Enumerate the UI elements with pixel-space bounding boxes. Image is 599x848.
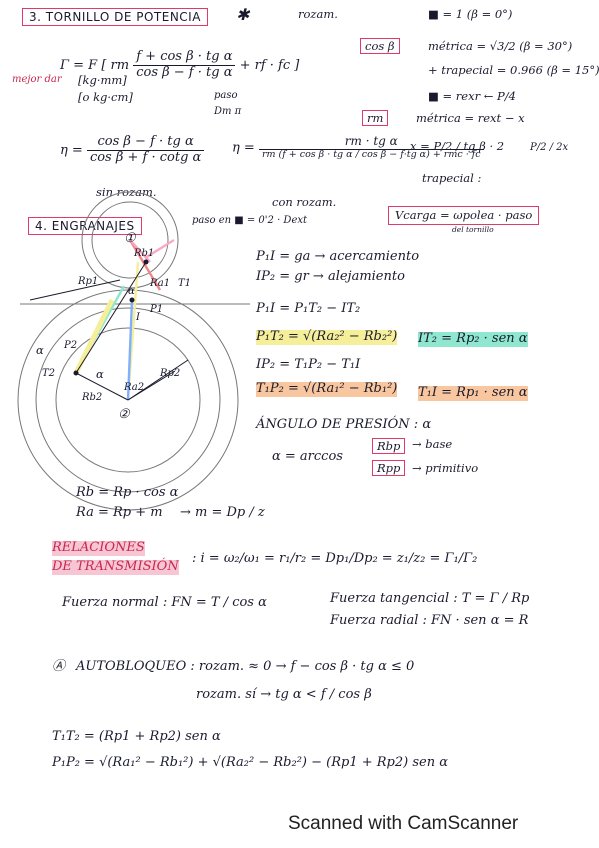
star-marker: ✱ (236, 5, 250, 24)
base-label: → base (412, 437, 453, 451)
rm-box: rm (362, 110, 389, 126)
rozamiento-label: rozam. (298, 7, 338, 21)
square-thread-rm: ■ = rexr ← P/4 (428, 89, 516, 103)
friction-term: + rf · fc (239, 57, 291, 73)
line-t2-t1 (75, 261, 147, 374)
label-alpha-mid: α (96, 367, 104, 381)
line-o2-i (126, 299, 134, 401)
label-ra2: Ra2 (124, 382, 145, 393)
rbp-label: Rbp (372, 438, 406, 454)
line-rp1 (29, 279, 121, 301)
label-rb2: Rb2 (82, 392, 103, 403)
tangential-force: Fuerza tangencial : T = Γ / Rp (330, 591, 530, 606)
eq-recess: IP₂ = gr → alejamiento (256, 269, 405, 284)
point-i (129, 297, 135, 303)
label-rb1: Rb1 (134, 248, 155, 259)
v-carga-box: Vcarga = ωpolea · paso (388, 206, 540, 226)
line-ra1 (144, 238, 175, 260)
eq-rb: Rb = Rp · cos α (76, 485, 179, 500)
torque-fraction: f + cos β · tg α cos β − f · tg α (133, 49, 236, 81)
label-rp1: Rp1 (78, 276, 99, 287)
autobloqueo-line1: AUTOBLOQUEO : rozam. ≈ 0 → f − cos β · t… (76, 659, 415, 674)
label-t2: T2 (42, 368, 56, 379)
section-4-title: 4. ENGRANAJES (28, 217, 142, 235)
line-o2-t2 (75, 372, 129, 401)
eq-t1p2: T₁P₂ = √(Ra₁² − Rb₁²) (256, 381, 398, 397)
units-kgmm: [kg·mm] (78, 73, 127, 87)
eq-ra: Ra = Rp + m (76, 505, 163, 520)
autobloqueo-line2: rozam. sí → tg α < f / cos β (196, 687, 372, 702)
mejor-dar-note: mejor dar (12, 74, 62, 85)
normal-force: Fuerza normal : FN = T / cos α (62, 595, 267, 610)
center-o2: ② (118, 407, 130, 422)
label-i: I (136, 312, 140, 323)
point-t2 (73, 370, 79, 376)
label-alpha-left: α (36, 343, 44, 357)
pressure-angle-title: ÁNGULO DE PRESIÓN : α (256, 417, 432, 432)
radial-force: Fuerza radial : FN · sen α = R (330, 613, 529, 628)
efficiency-with-friction: η = rm · tg α rm (f + cos β · tg α / cos… (232, 134, 484, 161)
transmission-ratio: : i = ω₂/ω₁ = r₁/r₂ = Dp₁/Dp₂ = z₁/z₂ = … (192, 551, 478, 566)
arccos-label: α = arccos (272, 449, 343, 464)
relaciones-title: RELACIONES (52, 540, 145, 556)
autobloqueo-marker: Ⓐ (52, 659, 66, 674)
units-kgcm: [o kg·cm] (78, 90, 133, 104)
transmision-title: DE TRANSMISIÓN (52, 559, 179, 575)
section-3-title: 3. TORNILLO DE POTENCIA (22, 8, 208, 26)
p2-2x-note: P/2 / 2x (530, 142, 569, 153)
primitivo-label: → primitivo (412, 461, 479, 475)
point-t1 (143, 259, 149, 265)
eq-p1t2: P₁T₂ = √(Ra₂² − Rb₂²) (256, 329, 398, 345)
label-p1: P1 (150, 304, 164, 315)
paso-label: paso (214, 90, 238, 101)
eq-p1p2: P₁P₂ = √(Ra₁² − Rb₁²) + √(Ra₂² − Rb₂²) −… (52, 755, 448, 770)
square-thread-beta: ■ = 1 (β = 0°) (428, 7, 513, 21)
metric-thread-rm: métrica = rext − x (416, 111, 525, 125)
paso-en-square: paso en ■ = 0'2 · Dext (192, 215, 308, 226)
label-rp2: Rp2 (160, 368, 181, 379)
label-ra1: Ra1 (150, 278, 171, 289)
center-o1: ① (124, 231, 136, 246)
eq-p1i: P₁I = P₁T₂ − IT₂ (256, 301, 361, 316)
gear2-circle-rp (35, 307, 221, 493)
eq-ip2: IP₂ = T₁P₂ − T₁I (256, 357, 361, 372)
line-o2-rp2 (127, 359, 189, 401)
label-alpha-top: α (128, 286, 135, 297)
eq-approach: P₁I = ga → acercamiento (256, 249, 420, 264)
efficiency-no-friction: η = cos β − f · tg α cos β + f · cotg α (60, 134, 205, 166)
eq-t1i: T₁I = Rp₁ · sen α (418, 385, 528, 401)
metric-thread-beta: métrica = √3/2 (β = 30°) (428, 39, 573, 53)
trapezoidal-label: trapecial : (422, 171, 482, 185)
dm-pi-label: Dm π (214, 106, 242, 117)
torque-equation: Γ = F [ rm f + cos β · tg α cos β − f · … (60, 49, 300, 81)
del-tornillo-note: del tornillo (452, 225, 494, 234)
line-o1-t1 (128, 239, 162, 291)
line-of-action-yellow (73, 298, 115, 375)
con-rozamiento-label: con rozam. (272, 195, 337, 209)
rpp-label: Rpp (372, 460, 406, 476)
gear1-circle-rb (91, 201, 169, 279)
label-p2: P2 (64, 340, 78, 351)
eq-t1t2: T₁T₂ = (Rp1 + Rp2) sen α (52, 729, 221, 744)
trapezoidal-thread-beta: + trapecial = 0.966 (β = 15°) (428, 63, 599, 77)
cos-beta-box: cos β (360, 38, 400, 54)
gear2-circle-rb (55, 327, 201, 473)
label-t1: T1 (178, 278, 192, 289)
camscanner-watermark: Scanned with CamScanner (288, 813, 519, 834)
eq-module: → m = Dp / z (180, 505, 265, 520)
eq-it2: IT₂ = Rp₂ · sen α (418, 331, 528, 347)
torque-lhs: Γ = F (60, 57, 98, 73)
